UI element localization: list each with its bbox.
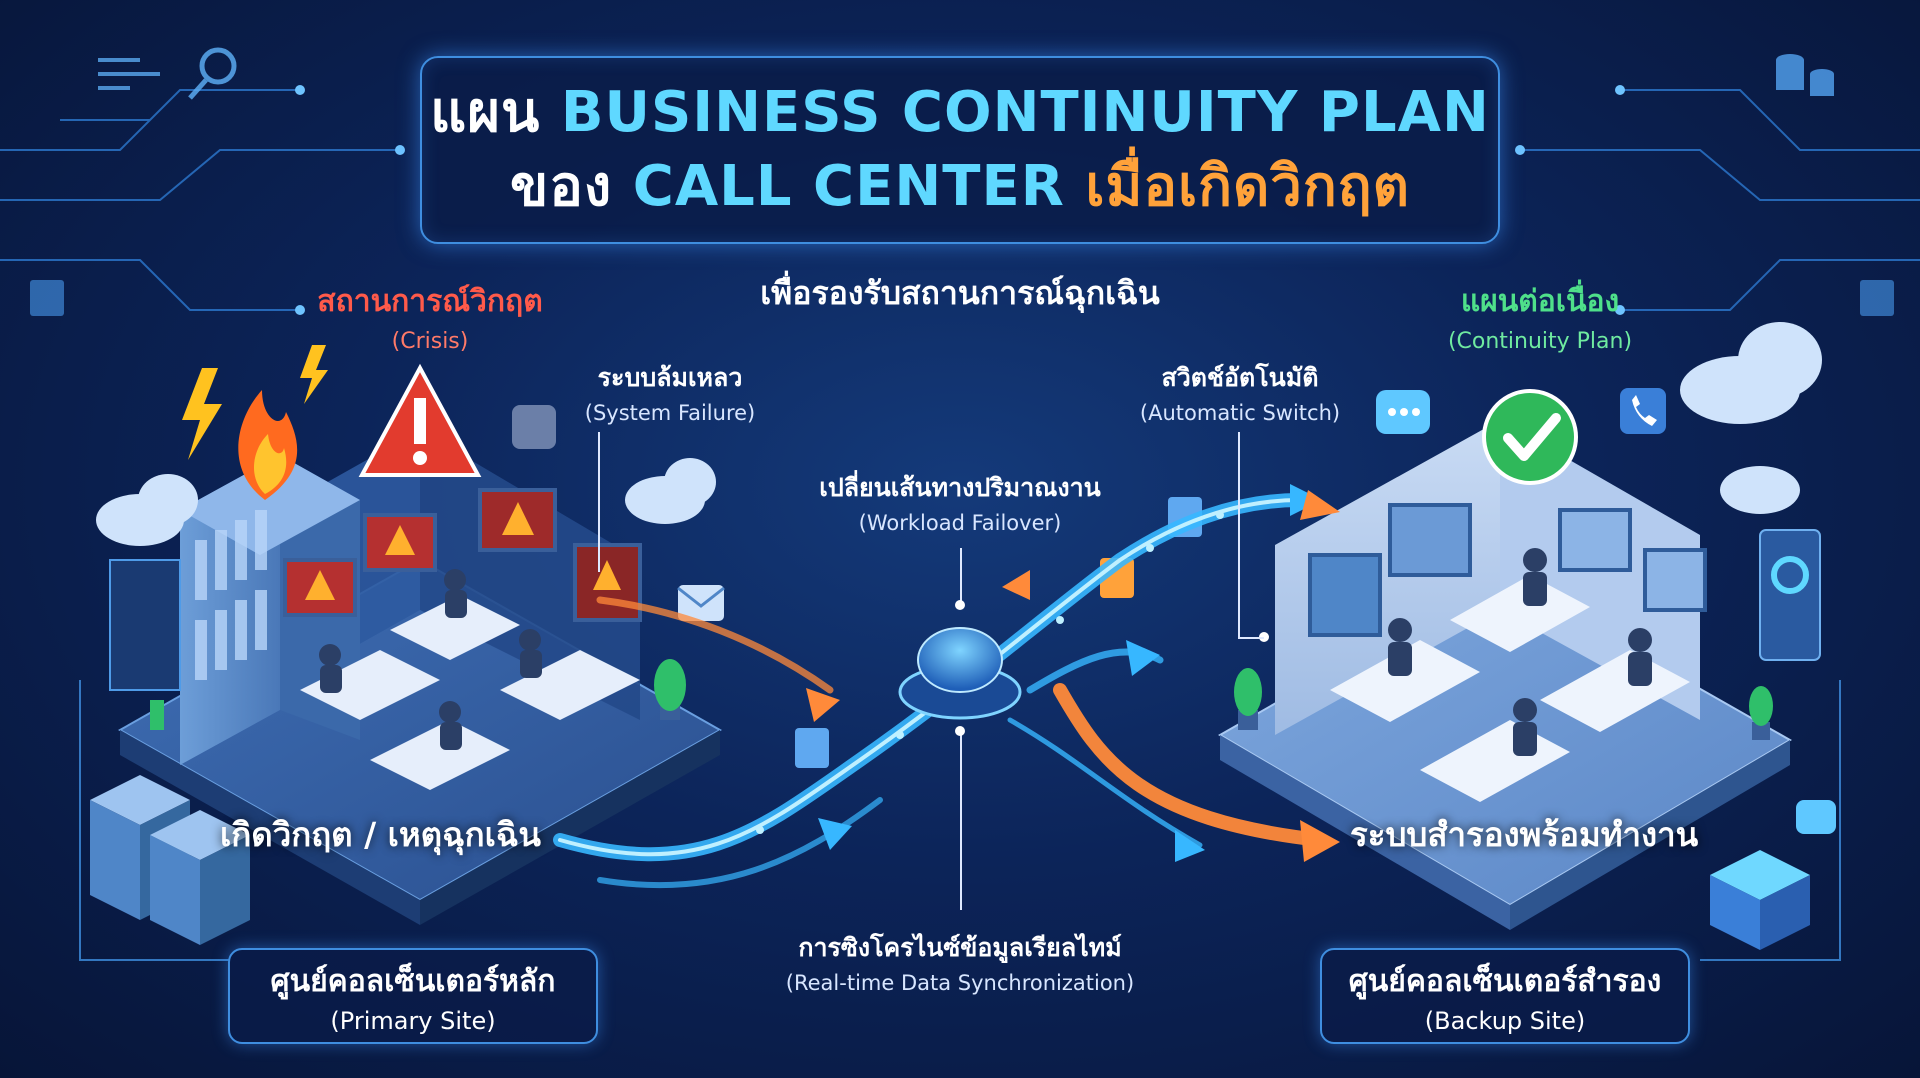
callout-workload-failover: เปลี่ยนเส้นทางปริมาณงาน (Workload Failov…	[760, 468, 1160, 535]
primary-site-sublabel: (Primary Site)	[330, 1006, 496, 1035]
title-thai-plan: แผน	[430, 80, 561, 145]
crisis-heading: สถานการณ์วิกฤต (Crisis)	[230, 278, 630, 354]
callout-system-failure: ระบบล้มเหลว (System Failure)	[530, 358, 810, 425]
backup-agents	[1388, 548, 1652, 756]
server-rack-icon-small-right	[1860, 280, 1894, 316]
email-icon	[677, 585, 725, 621]
backup-site-box: ศูนย์คอลเซ็นเตอร์สำรอง (Backup Site)	[1320, 948, 1690, 1044]
crisis-label: สถานการณ์วิกฤต	[317, 284, 543, 319]
search-icon	[188, 47, 237, 100]
title-thai-crisis: เมื่อเกิดวิกฤต	[1085, 154, 1411, 219]
primary-agents	[319, 569, 542, 750]
crisis-event-banner: เกิดวิกฤต / เหตุฉุกเฉิน	[220, 815, 541, 854]
primary-site-box: ศูนย์คอลเซ็นเตอร์หลัก (Primary Site)	[228, 948, 598, 1044]
box-connectors	[79, 680, 1841, 961]
phone-icon	[1620, 388, 1666, 434]
title-call-center: CALL CENTER	[632, 154, 1086, 219]
title-bcp: BUSINESS CONTINUITY PLAN	[560, 80, 1490, 145]
workload-failover-sublabel: (Workload Failover)	[858, 511, 1062, 535]
backup-site-illustration	[1218, 420, 1821, 930]
warning-triangle-icon	[358, 363, 482, 477]
doc-icon-flow	[795, 497, 1202, 768]
continuity-label: แผนต่อเนื่อง	[1460, 284, 1620, 319]
server-rack-icon-small-left	[30, 280, 64, 316]
leader-data-sync	[960, 730, 962, 910]
primary-desks	[300, 595, 640, 790]
system-failure-sublabel: (System Failure)	[584, 401, 756, 425]
check-circle-icon	[1482, 389, 1578, 485]
fire-icon	[238, 390, 298, 500]
leader-dot-automatic-switch	[1259, 632, 1269, 642]
database-icon	[1776, 54, 1834, 96]
server-icon-right	[1710, 850, 1810, 950]
callout-data-sync: การซิงโครไนซ์ข้อมูลเรียลไทม์ (Real-time …	[700, 928, 1220, 995]
code-panel-left	[109, 559, 181, 691]
title-box: แผน BUSINESS CONTINUITY PLAN ของ CALL CE…	[420, 56, 1500, 244]
wifi-bubble-icon	[512, 405, 556, 449]
leader-automatic-switch	[1238, 432, 1240, 637]
circuit-dots-right	[1515, 85, 1625, 315]
data-sync-sublabel: (Real-time Data Synchronization)	[785, 971, 1135, 995]
automatic-switch-label: สวิตช์อัตโนมัติ	[1161, 363, 1319, 392]
backup-site-sublabel: (Backup Site)	[1424, 1006, 1586, 1035]
chat-bubble-icon	[1376, 390, 1836, 834]
circuit-lines-left	[0, 89, 400, 311]
primary-site-label: ศูนย์คอลเซ็นเตอร์หลัก	[270, 963, 556, 999]
continuity-sublabel: (Continuity Plan)	[1447, 329, 1633, 354]
subtitle: เพื่อรองรับสถานการณ์ฉุกเฉิน	[760, 274, 1160, 312]
data-sync-label: การซิงโครไนซ์ข้อมูลเรียลไทม์	[798, 933, 1122, 962]
leader-workload-failover	[960, 548, 962, 604]
callout-automatic-switch: สวิตช์อัตโนมัติ (Automatic Switch)	[1080, 358, 1400, 425]
plant-icon-right	[1234, 668, 1773, 740]
workload-failover-label: เปลี่ยนเส้นทางปริมาณงาน	[819, 473, 1101, 502]
plant-icon	[654, 659, 686, 720]
system-failure-label: ระบบล้มเหลว	[597, 363, 743, 392]
title-line-1: แผน BUSINESS CONTINUITY PLAN	[430, 76, 1490, 150]
plant-icon-small	[150, 700, 164, 730]
title-thai-of: ของ	[509, 154, 633, 219]
leader-dot-data-sync	[955, 726, 965, 736]
leader-system-failure	[598, 432, 600, 572]
backup-ready-banner: ระบบสำรองพร้อมทำงาน	[1350, 815, 1699, 854]
lightning-icon	[182, 345, 328, 460]
crisis-sublabel: (Crisis)	[391, 329, 469, 354]
automatic-switch-sublabel: (Automatic Switch)	[1139, 401, 1341, 425]
continuity-heading: แผนต่อเนื่อง (Continuity Plan)	[1330, 278, 1750, 354]
code-doc-icon	[98, 58, 160, 90]
server-icon	[90, 775, 250, 945]
arrow-heads	[806, 484, 1340, 862]
leader-dot-workload-failover	[955, 600, 965, 610]
backup-site-label: ศูนย์คอลเซ็นเตอร์สำรอง	[1348, 963, 1662, 999]
circuit-lines-right	[1520, 89, 1920, 311]
circuit-dots-left	[295, 85, 405, 315]
cloud-icon	[96, 322, 1822, 546]
leader-automatic-switch-tail	[1238, 637, 1264, 639]
switch-node-icon	[898, 627, 1022, 720]
title-line-2: ของ CALL CENTER เมื่อเกิดวิกฤต	[510, 150, 1410, 224]
